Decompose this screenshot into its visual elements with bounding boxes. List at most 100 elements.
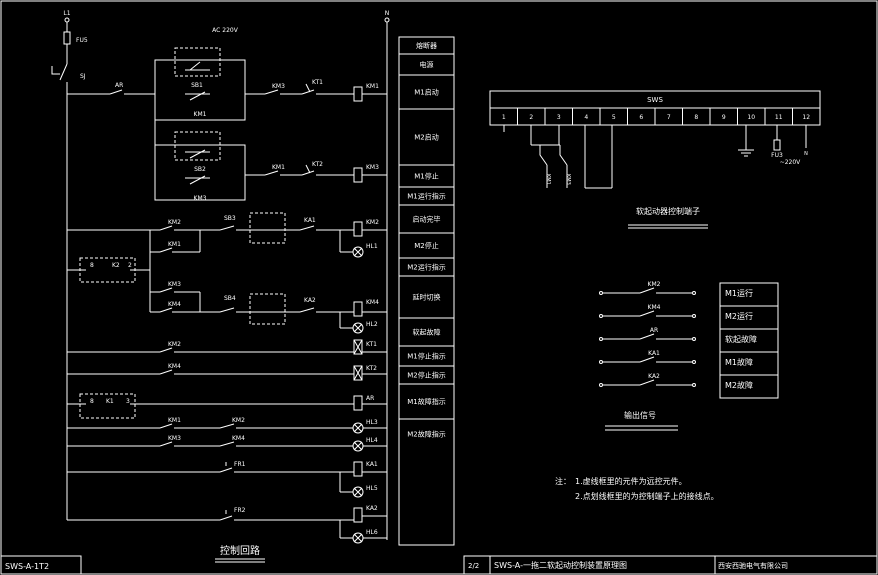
- output-terminal: [599, 360, 603, 364]
- selector-label: 3: [126, 398, 130, 405]
- output-label: M1故障: [725, 357, 753, 367]
- contact-label: KM4: [168, 301, 181, 308]
- parallel-block: [154, 144, 246, 201]
- sws-terminal-number: 8: [694, 114, 698, 121]
- selector-label: 8: [90, 398, 94, 405]
- supply-label: AC 220V: [212, 27, 239, 34]
- output-terminal: [692, 383, 696, 387]
- remote-stop-box: [249, 212, 286, 244]
- contact-label: KM1: [272, 164, 285, 171]
- drawing-number: SWS-A-1T2: [5, 562, 49, 571]
- output-terminal: [599, 314, 603, 318]
- output-label: M2运行: [725, 311, 753, 321]
- output-contact: [639, 310, 655, 317]
- output-terminal: [599, 337, 603, 341]
- function-table-row: M1故障指示: [407, 397, 446, 406]
- note-line: 1.虚线框里的元件为远控元件。: [575, 476, 687, 486]
- contact-label: KM3: [194, 195, 207, 202]
- sws-terminal-number: 3: [557, 114, 561, 121]
- coil-label: KA1: [366, 461, 378, 468]
- remote-start-box: [174, 47, 221, 77]
- output-label: 软起故障: [725, 334, 757, 344]
- lamp-label: HL1: [366, 243, 378, 250]
- selector-label: K1: [106, 398, 114, 405]
- sws-terminal-number: 12: [802, 114, 810, 121]
- function-table-row: 电源: [420, 60, 434, 69]
- output-terminal: [692, 314, 696, 318]
- bus-left-terminal: [64, 17, 70, 23]
- title-block: SWS-A-1T2 2/2 SWS-A-一拖二软起动控制装置原理图 西安西驰电气…: [0, 555, 878, 575]
- sws-terminal-number: 2: [529, 114, 533, 121]
- contact-label: SB1: [191, 82, 203, 89]
- fuse-symbol: [63, 31, 71, 45]
- parallel-block: [154, 59, 246, 121]
- sws-wire-label: KM3: [565, 174, 571, 185]
- output-label: M1运行: [725, 288, 753, 298]
- sws-caption: 软起动器控制端子: [636, 206, 700, 216]
- coil-label: KM4: [366, 299, 379, 306]
- coil-label: AR: [366, 395, 374, 402]
- note-line: 2.点划线框里的为控制端子上的接线点。: [575, 491, 719, 501]
- output-contact: [639, 379, 655, 386]
- sws-wire-label: KM1: [545, 174, 551, 185]
- output-contact-label: KM2: [648, 281, 661, 288]
- control-circuit-title: 控制回路: [220, 544, 260, 557]
- lamp-label: HL5: [366, 485, 378, 492]
- contact-label: FR2: [234, 507, 246, 514]
- contact-label: SB2: [194, 166, 206, 173]
- remote-stop-box: [249, 293, 286, 325]
- output-terminal: [599, 291, 603, 295]
- company-name: 西安西驰电气有限公司: [718, 561, 788, 570]
- contact-label: KT2: [312, 161, 323, 168]
- ground-icon: [738, 149, 754, 157]
- coil-label: KM3: [366, 164, 379, 171]
- function-table: 熔断器电源M1启动M2启动M1停止M1运行指示启动完毕M2停止M2运行指示延时切…: [398, 36, 455, 546]
- selector-label: K2: [112, 262, 120, 269]
- function-table-row: M2停止指示: [407, 371, 446, 380]
- sws-terminal-number: 6: [639, 114, 643, 121]
- coil-label: KM2: [366, 219, 379, 226]
- outputs-caption: 输出信号: [624, 410, 656, 420]
- sws-n-label: N: [804, 151, 808, 157]
- notes-prefix: 注：: [555, 476, 571, 486]
- drawing-number-cell: [0, 555, 82, 575]
- output-terminal: [599, 383, 603, 387]
- function-table-row: M1停止: [414, 172, 439, 181]
- function-table-row: M1停止指示: [407, 352, 446, 361]
- output-label: M2故障: [725, 380, 753, 390]
- output-contact-label: AR: [650, 327, 658, 334]
- contact-label: KM2: [168, 341, 181, 348]
- function-table-row: M2故障指示: [407, 430, 446, 439]
- coil-symbol: [353, 507, 363, 523]
- contact-label: KT1: [312, 79, 323, 86]
- lamp-label: HL6: [366, 529, 378, 536]
- coil-symbol: [353, 301, 363, 317]
- contact-label: FR1: [234, 461, 246, 468]
- contact-label: KM3: [272, 83, 285, 90]
- function-table-row: M2启动: [414, 133, 439, 142]
- contact-label: KM1: [194, 111, 207, 118]
- output-terminal: [692, 291, 696, 295]
- notes: 注： 1.虚线框里的元件为远控元件。 2.点划线框里的为控制端子上的接线点。: [555, 476, 719, 501]
- lamp-label: HL3: [366, 419, 378, 426]
- output-contact-label: KA1: [648, 350, 660, 357]
- output-terminal: [692, 360, 696, 364]
- function-table-row: M1运行指示: [407, 192, 446, 201]
- contact-label: KM2: [232, 417, 245, 424]
- function-table-row: 延时切换: [413, 293, 441, 302]
- sws-terminal-number: 11: [775, 114, 783, 121]
- function-table-row: 熔断器: [416, 41, 437, 50]
- control-circuit: L1 N FU5 SJ AC 220V AR SB1 KM1 KM3 KT1: [51, 10, 390, 563]
- output-terminal: [692, 337, 696, 341]
- timer-coil-symbol: [353, 365, 363, 381]
- coil-symbol: [353, 395, 363, 411]
- contact-label: KA1: [304, 217, 316, 224]
- output-contact: [639, 287, 655, 294]
- drawing-title: SWS-A-一拖二软起动控制装置原理图: [494, 560, 627, 570]
- sws-terminal-number: 10: [747, 114, 755, 121]
- title-row: [463, 555, 878, 575]
- function-table-row: M1启动: [414, 88, 439, 97]
- contact-label: SB3: [224, 215, 236, 222]
